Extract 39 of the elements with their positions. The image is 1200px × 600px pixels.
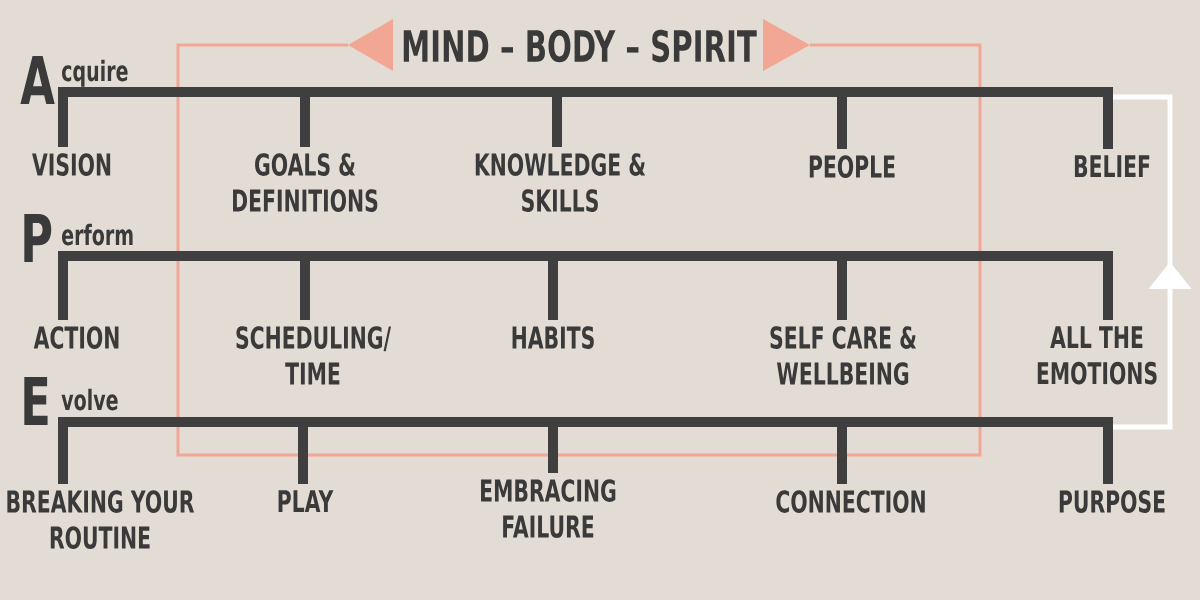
- item-label: GOALS & DEFINITIONS: [233, 153, 378, 212]
- connector-line: [300, 261, 310, 320]
- item-label: SELF CARE & WELLBEING: [770, 326, 917, 385]
- connector-line: [58, 427, 68, 484]
- connector-line: [548, 427, 558, 473]
- connector-line: [1103, 427, 1113, 484]
- item-label: CONNECTION: [776, 490, 925, 513]
- item-label: EMBRACING FAILURE: [481, 479, 616, 538]
- item-label: KNOWLEDGE & SKILLS: [475, 153, 646, 212]
- connector-line: [837, 261, 847, 320]
- connector-line: [1103, 261, 1113, 320]
- connector-line: [837, 97, 847, 149]
- initial-letter: A: [20, 55, 55, 104]
- connector-line: [552, 97, 562, 147]
- connector-line: [300, 97, 310, 147]
- connector-line: [1103, 97, 1113, 149]
- item-label: VISION: [32, 153, 111, 176]
- heading-text: volve: [61, 388, 118, 411]
- initial-letter: E: [24, 376, 48, 425]
- item-label: ALL THE EMOTIONS: [1037, 326, 1157, 385]
- item-label: BELIEF: [1074, 155, 1150, 178]
- item-label: PLAY: [278, 490, 334, 513]
- timeline-bar: [58, 251, 1113, 261]
- item-label: HABITS: [512, 326, 594, 349]
- item-label: BREAKING YOUR ROUTINE: [7, 490, 195, 549]
- connector-line: [298, 427, 308, 484]
- connector-line: [58, 261, 68, 320]
- connector-line: [58, 97, 68, 147]
- item-label: ACTION: [33, 326, 119, 349]
- initial-letter: P: [24, 213, 52, 262]
- heading-text: cquire: [62, 59, 128, 87]
- connector-line: [837, 427, 847, 484]
- timeline-bar: [58, 87, 1113, 97]
- heading-text: erform: [62, 223, 133, 246]
- timeline-bar: [58, 417, 1113, 427]
- connector-line: [548, 261, 558, 320]
- item-label: PEOPLE: [809, 155, 895, 178]
- item-label: PURPOSE: [1059, 490, 1165, 513]
- item-label: SCHEDULING/ TIME: [236, 326, 391, 385]
